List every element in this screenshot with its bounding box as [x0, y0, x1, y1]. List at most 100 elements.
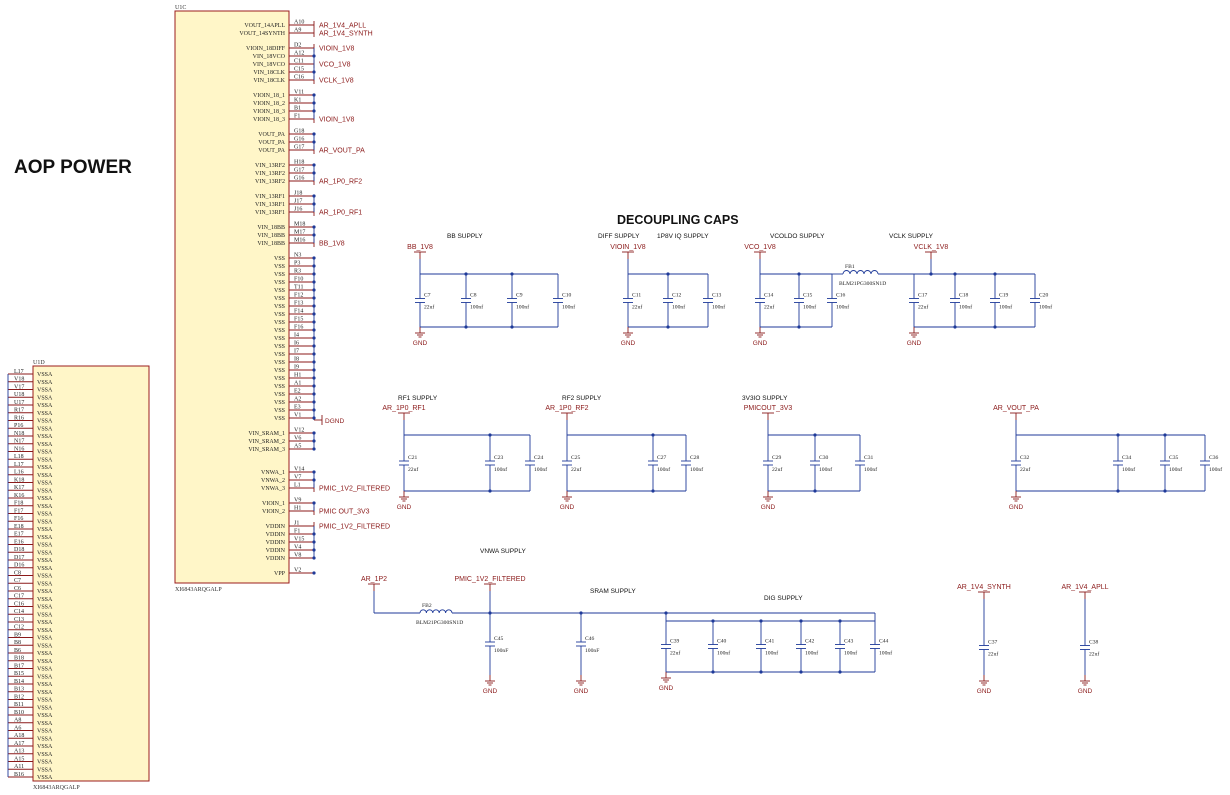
pin-number: V18 [14, 377, 24, 383]
cap-value: 22uf [632, 304, 642, 311]
cap-value: 100nf [805, 650, 818, 657]
net-label: AR_1V4_APLL [319, 23, 366, 30]
pin-number: C11 [294, 59, 304, 65]
pin-name: VSSA [37, 488, 53, 494]
net-label: AR_1V4_SYNTH [319, 31, 373, 38]
cap-value: 22uf [424, 304, 434, 311]
pin-name: VSSA [37, 636, 53, 642]
pin-name: VSSA [37, 450, 53, 456]
pin-number: F1 [294, 529, 300, 535]
cap-ref: C10 [562, 293, 572, 299]
pin-name: VSS [274, 272, 285, 278]
cap-ref: C39 [670, 639, 680, 645]
pin-name: VIOIN_18_2 [253, 101, 285, 107]
pin-number: C6 [14, 586, 21, 592]
pin-number: A5 [294, 444, 301, 450]
cap-value: 22uf [670, 650, 680, 657]
net-label: VCLK_1V8 [319, 78, 354, 85]
u1d-part: XI6843ARQGALP [33, 785, 80, 791]
pin-name: VSS [274, 296, 285, 302]
pin-name: VSS [274, 352, 285, 358]
pin-number: N3 [294, 253, 301, 259]
cap-value: 100nf [959, 304, 972, 311]
pin-name: VIOIN_1 [262, 501, 285, 507]
pin-name: VSSA [37, 403, 53, 409]
pin-number: A13 [14, 749, 24, 755]
pin-number: B11 [14, 702, 24, 708]
cap-value: 100nf [516, 304, 529, 311]
pin-name: VDDIN [266, 548, 286, 554]
supply-title: VNWA SUPPLY [480, 548, 527, 555]
pin-number: B8 [14, 640, 21, 646]
pin-number: C16 [294, 75, 304, 81]
cap-value: 100nf [1209, 466, 1222, 473]
pin-name: VOUT_14SYNTH [239, 31, 285, 37]
ferrite-part: BLM21PG300SN1D [839, 281, 886, 287]
cap-ref: C21 [408, 455, 418, 461]
pin-name: VIOIN_2 [262, 509, 285, 515]
pin-name: VSS [274, 368, 285, 374]
supply-net-label: PMIC_1V2_FILTERED [454, 576, 525, 583]
pin-name: VIN_18BB [257, 233, 285, 239]
pin-number: N17 [14, 439, 24, 445]
net-label: AR_1P0_RF2 [319, 179, 362, 186]
pin-name: VSSA [37, 651, 53, 657]
cap-ref: C7 [424, 293, 431, 299]
pin-name: VSSA [37, 729, 53, 735]
cap-ref: C37 [988, 640, 998, 646]
pin-name: VSSA [37, 597, 53, 603]
pin-name: VSSA [37, 558, 53, 564]
pin-number: B15 [14, 671, 24, 677]
pin-number: C8 [14, 570, 21, 576]
cap-value: 100nf [844, 650, 857, 657]
pin-name: VSS [274, 408, 285, 414]
pin-name: VSSA [37, 667, 53, 673]
pin-name: VSS [274, 320, 285, 326]
pin-number: A8 [14, 718, 21, 724]
supply-net-label: VCLK_1V8 [914, 244, 949, 251]
supply-net-label: VCO_1V8 [744, 244, 776, 251]
pin-number: J17 [294, 199, 302, 205]
pin-number: K1 [294, 98, 301, 104]
pin-number: L1 [294, 483, 301, 489]
pin-name: VIOIN_18_1 [253, 93, 285, 99]
cap-ref: C8 [470, 293, 477, 299]
pin-name: VPP [274, 571, 286, 577]
pin-number: J1 [294, 521, 299, 527]
cap-value: 22uf [988, 651, 998, 658]
cap-value: 100nf [803, 304, 816, 311]
u1c-ref: U1C [175, 5, 186, 11]
supply-net-label: AR_1P2 [361, 576, 387, 583]
cap-value: 100nf [712, 304, 725, 311]
pin-number: C7 [14, 578, 21, 584]
cap-ref: C15 [803, 293, 813, 299]
pin-name: VIN_18BB [257, 241, 285, 247]
pin-number: F13 [294, 301, 303, 307]
pin-name: VSSA [37, 705, 53, 711]
pin-name: VIN_13RF2 [255, 163, 285, 169]
